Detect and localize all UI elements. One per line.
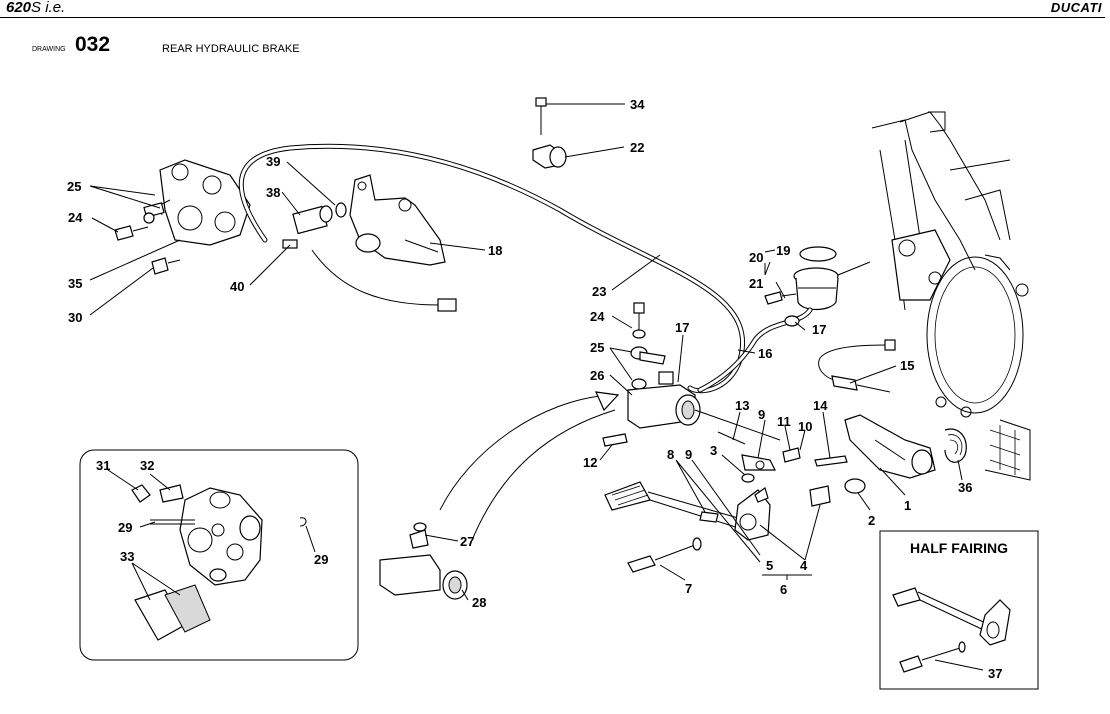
callout-22: 22 (630, 140, 644, 155)
callout-18: 18 (488, 243, 502, 258)
callout-31: 31 (96, 458, 110, 473)
callout-12: 12 (583, 455, 597, 470)
callout-24b: 24 (590, 309, 605, 324)
callout-14: 14 (813, 398, 828, 413)
half-fairing-title: HALF FAIRING (910, 540, 1008, 556)
half-fairing-box: HALF FAIRING (879, 530, 1039, 690)
callout-29b: 29 (314, 552, 328, 567)
callout-3: 3 (710, 443, 717, 458)
callout-24: 24 (68, 210, 83, 225)
drawing-number: 032 (75, 33, 111, 56)
callout-6: 6 (780, 582, 787, 597)
callout-15: 15 (900, 358, 914, 373)
callout-25b: 25 (590, 340, 604, 355)
callout-10: 10 (798, 419, 812, 434)
callout-40: 40 (230, 279, 244, 294)
callout-21: 21 (749, 276, 763, 291)
frame-outline (871, 111, 1011, 311)
callout-1: 1 (904, 498, 911, 513)
callout-26: 26 (590, 368, 604, 383)
callout-17b: 17 (812, 322, 826, 337)
callout-28: 28 (472, 595, 486, 610)
callout-38: 38 (266, 185, 280, 200)
callout-35: 35 (68, 276, 82, 291)
brake-hose (238, 143, 745, 394)
callout-23: 23 (592, 284, 606, 299)
rear-master-cylinder (602, 302, 781, 447)
page-header: 620S i.e. DUCATI (0, 0, 1110, 18)
callout-2: 2 (868, 513, 875, 528)
model-name: 620S i.e. (6, 0, 66, 16)
pushrod-clevis (717, 431, 848, 483)
callout-37: 37 (988, 666, 1002, 681)
banjo-fitting (532, 97, 567, 169)
callout-9: 9 (758, 407, 765, 422)
callout-5: 5 (766, 558, 773, 573)
brake-fluid-reservoir (697, 246, 871, 393)
callout-20: 20 (749, 250, 763, 265)
callout-16: 16 (758, 346, 772, 361)
callout-11: 11 (777, 414, 791, 429)
rear-caliper (114, 159, 251, 275)
callout-33: 33 (120, 549, 134, 564)
brake-light-switch (818, 339, 896, 393)
drawing-label: DRAWING (32, 46, 66, 53)
callout-4: 4 (800, 558, 808, 573)
callout-25: 25 (67, 179, 81, 194)
callout-30: 30 (68, 310, 82, 325)
callout-36: 36 (958, 480, 972, 495)
pedal-linkage (844, 414, 967, 479)
callout-32: 32 (140, 458, 154, 473)
callout-labels: 34 22 25 24 35 30 40 39 38 18 23 19 20 2… (67, 97, 1002, 681)
callout-29: 29 (118, 520, 132, 535)
crankcase-cover (926, 256, 1031, 481)
caliper-detail-inset (79, 449, 359, 661)
caliper-bracket (282, 174, 446, 266)
brand-logo: DUCATI (1050, 0, 1102, 15)
drawing-title: REAR HYDRAULIC BRAKE (162, 43, 300, 55)
callout-9b: 9 (685, 447, 692, 462)
callout-27: 27 (460, 534, 474, 549)
callout-17: 17 (675, 320, 689, 335)
callout-39: 39 (266, 154, 280, 169)
callout-8: 8 (667, 447, 674, 462)
callout-13: 13 (735, 398, 749, 413)
callout-19: 19 (776, 243, 790, 258)
callout-34: 34 (630, 97, 645, 112)
callout-7: 7 (685, 581, 692, 596)
header-rule (0, 17, 1105, 18)
brake-pedal (604, 478, 866, 573)
master-cylinder-detail (379, 391, 620, 600)
leader-lines (89, 103, 984, 671)
